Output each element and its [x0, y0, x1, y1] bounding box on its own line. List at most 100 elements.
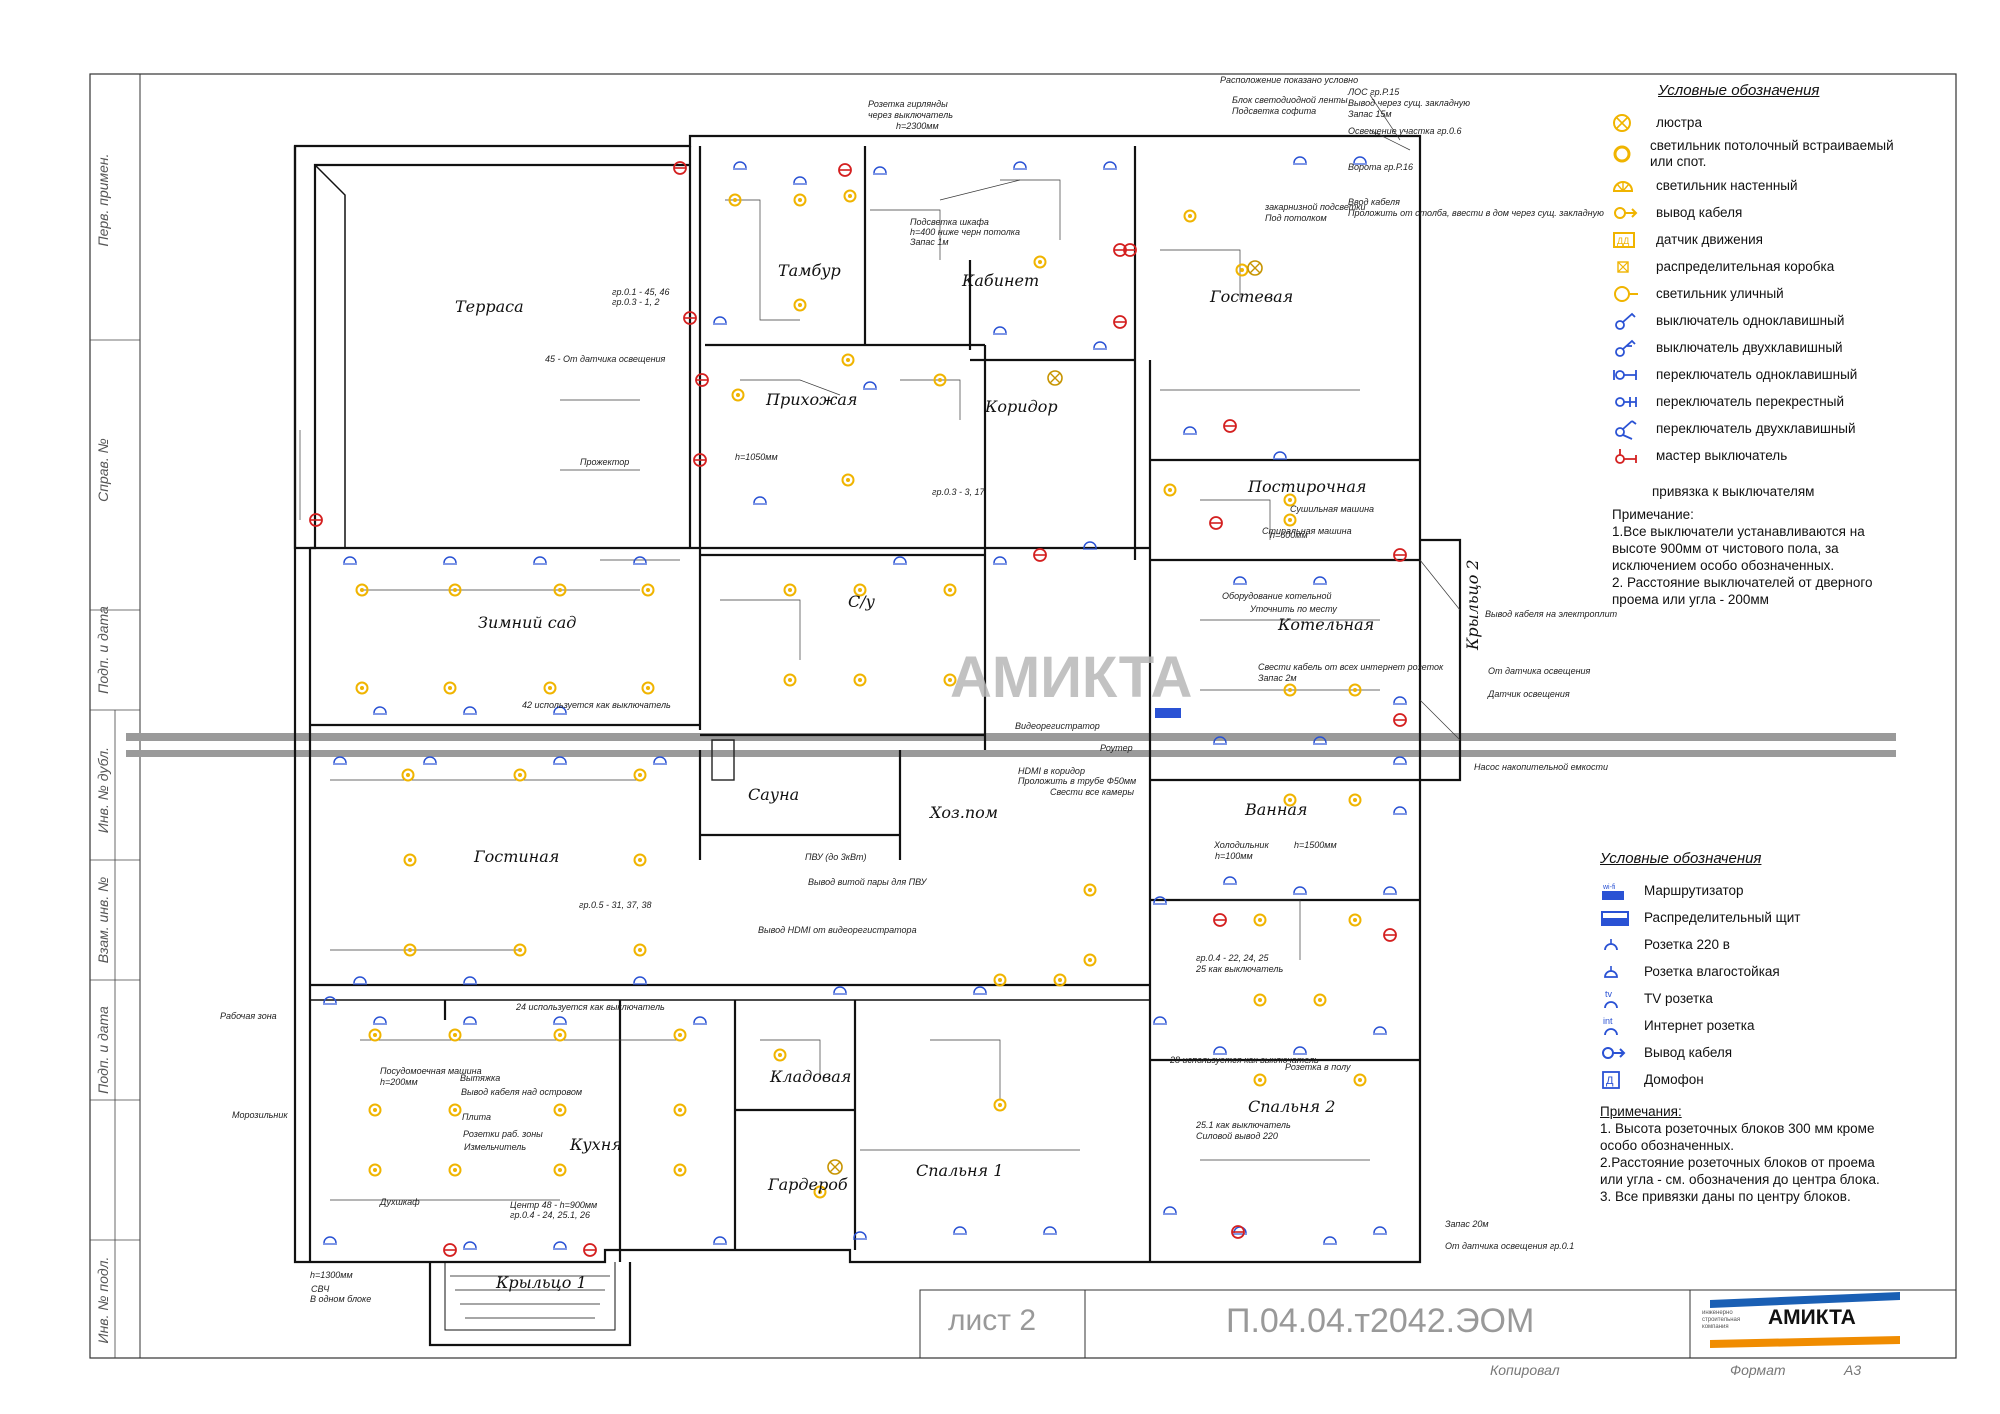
legend-items: люстра светильник потолочный встраиваемый… [1612, 109, 1912, 469]
light-core [558, 588, 562, 592]
socket-icon [323, 996, 337, 1004]
ceiling-light-icon [813, 1185, 827, 1199]
light-core [846, 358, 850, 362]
annotation-label: Духшкаф [379, 1197, 420, 1207]
annotation-label: 24 используется как выключатель [515, 1002, 665, 1012]
light-core [453, 1168, 457, 1172]
annotation-label: Вывод через сущ. закладную [1348, 98, 1470, 108]
light-core [1038, 260, 1042, 264]
annotation-label: гр.0.5 - 31, 37, 38 [579, 900, 652, 910]
light-core [638, 948, 642, 952]
room-label-krylco1: Крыльцо 1 [495, 1273, 587, 1292]
legend-symbol: wi-fi [1600, 880, 1644, 902]
socket-icon [993, 326, 1007, 334]
light-core [1288, 798, 1292, 802]
legend-symbol [1612, 391, 1656, 413]
ceiling-light-icon [853, 673, 867, 687]
legend-item: светильник потолочный встраиваемый или с… [1612, 136, 1912, 172]
room-label-tambur: Тамбур [778, 261, 841, 280]
room-label-zimniy_sad: Зимний сад [478, 613, 576, 632]
annotation-label: Плита [462, 1112, 491, 1122]
room-label-garderob: Гардероб [767, 1175, 848, 1194]
legend-title: Условные обозначения [1600, 850, 1762, 867]
legend-symbol [1612, 202, 1656, 224]
legend-label: люстра [1656, 115, 1702, 130]
light-core [846, 478, 850, 482]
light-core [448, 686, 452, 690]
socket-icon [1353, 156, 1367, 164]
light-core [1318, 998, 1322, 1002]
legend-binding: привязка к выключателям [1652, 484, 1815, 499]
socket-icon [323, 1236, 337, 1244]
ceiling-light-icon [443, 681, 457, 695]
socket-icon [1233, 576, 1247, 584]
legend-label: Маршрутизатор [1644, 883, 1744, 898]
light-core [1288, 518, 1292, 522]
socket-icon [733, 161, 747, 169]
ceiling-light-icon [993, 1098, 1007, 1112]
cable-route [1369, 94, 1401, 141]
ceiling-light-icon [1613, 145, 1631, 163]
legend-label: Вывод кабеля [1644, 1045, 1733, 1060]
ceiling-light-icon [1348, 793, 1362, 807]
annotation-label: Блок светодиодной ленты [1232, 95, 1348, 105]
room-label-su: С/у [848, 592, 876, 611]
room-label-spalnya1: Спальня 1 [916, 1161, 1003, 1180]
light-core [646, 686, 650, 690]
legend-symbol [1612, 310, 1656, 332]
section-band [126, 733, 1896, 741]
street-light-icon [1614, 285, 1638, 302]
ceiling-light-icon [728, 193, 742, 207]
annotation-label: Запас 15м [1348, 109, 1392, 119]
ceiling-light-icon [368, 1028, 382, 1042]
light-core [373, 1108, 377, 1112]
annotation-label: гр.0.3 - 1, 2 [612, 297, 659, 307]
light-core [788, 678, 792, 682]
cable-route [900, 379, 961, 420]
light-core [1258, 918, 1262, 922]
socket-icon [1393, 806, 1407, 814]
room-label-kladovaya: Кладовая [769, 1067, 851, 1086]
annotation-label: Розетка в полу [1285, 1062, 1351, 1072]
cable-route [725, 199, 800, 321]
light-core [798, 198, 802, 202]
socket-icon [1313, 736, 1327, 744]
annotation-label: Вывод HDMI от видеорегистратора [758, 925, 917, 935]
legend-item: переключатель одноклавишный [1612, 361, 1912, 388]
side-stamp-label: Перв. примен. [95, 153, 111, 246]
annotation-label: Центр 48 - h=900мм [510, 1200, 597, 1210]
annotation-label: 42 используется как выключатель [522, 700, 671, 710]
legend-label: выключатель двухклавишный [1656, 340, 1843, 355]
legend-label: Интернет розетка [1644, 1018, 1755, 1033]
annotation-label: h=1300мм [310, 1270, 353, 1280]
side-stamp-grid [90, 339, 140, 1358]
legend-symbol [1600, 1042, 1644, 1064]
annotation-label: h=200мм [380, 1077, 418, 1087]
annotation-label: через выключатель [868, 110, 953, 120]
cable-outlet-icon [1602, 1046, 1626, 1059]
ceiling-light-icon [1348, 683, 1362, 697]
socket-icon [873, 166, 887, 174]
ceiling-light-icon [448, 1163, 462, 1177]
annotation-label: Прожектор [580, 457, 629, 467]
socket-icon [863, 381, 877, 389]
light-core [998, 1103, 1002, 1107]
socket-icon [893, 556, 907, 564]
legend-symbol [1612, 175, 1656, 197]
legend-label: TV розетка [1644, 991, 1713, 1006]
annotation-label: Вывод кабеля на электроплит [1485, 609, 1618, 619]
annotation-label: Холодильник [1213, 840, 1269, 850]
ceiling-light-icon [368, 1163, 382, 1177]
sockets [323, 156, 1407, 1250]
annotation-label: Освещение участка гр.0.6 [1348, 126, 1462, 136]
ceiling-light-icon [793, 193, 807, 207]
light-core [406, 773, 410, 777]
room-label-koridor: Коридор [984, 397, 1058, 416]
room-label-krylco2: Крыльцо 2 [1463, 559, 1482, 651]
light-core [948, 588, 952, 592]
